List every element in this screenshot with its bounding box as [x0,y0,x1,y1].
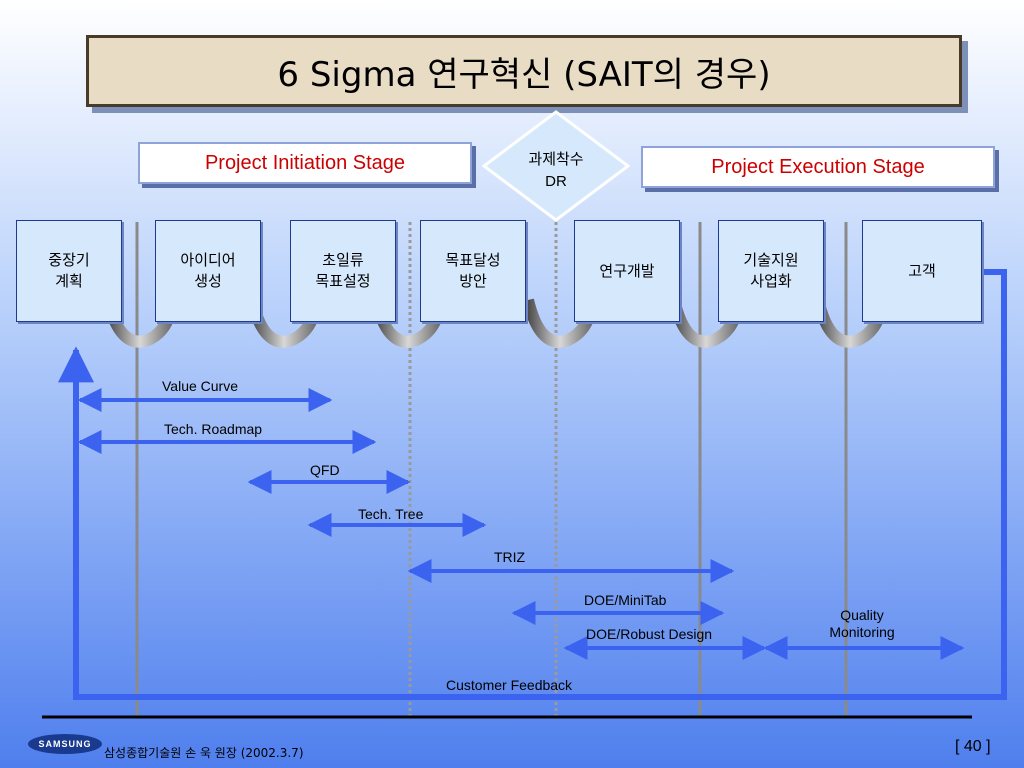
quality-monitoring-label: Quality Monitoring [812,607,912,641]
milestone-line1: 과제착수 [528,151,584,168]
slide-title-box: 6 Sigma 연구혁신 (SAIT의 경우) [86,35,962,107]
process-box-commercialization: 기술지원 사업화 [718,220,824,322]
milestone-line2: DR [545,173,567,190]
execution-stage-label: Project Execution Stage [641,146,995,188]
samsung-logo-text: SAMSUNG [38,739,92,749]
tech-roadmap-label: Tech. Roadmap [164,421,263,437]
value-curve-label: Value Curve [162,378,239,394]
process-box-long-term-plan: 중장기 계획 [16,220,122,322]
process-box-achievement-plan: 목표달성 방안 [420,220,526,322]
doe-minitab-label: DOE/MiniTab [584,592,667,608]
doe-robust-label: DOE/Robust Design [586,626,713,642]
footer-credit: 삼성종합기술원 손 욱 원장 (2002.3.7) [104,746,304,760]
tech-tree-label: Tech. Tree [358,506,424,522]
process-box-rnd: 연구개발 [574,220,680,322]
qfd-label: QFD [310,462,340,478]
slide-title: 6 Sigma 연구혁신 (SAIT의 경우) [277,54,771,95]
customer-feedback-loop [58,269,1007,700]
customer-feedback-label: Customer Feedback [446,677,573,693]
milestone-label: 과제착수 DR [506,149,606,193]
triz-label: TRIZ [494,549,526,565]
initiation-stage-label: Project Initiation Stage [138,142,472,184]
process-box-target-setting: 초일류 목표설정 [290,220,396,322]
page-number: [ 40 ] [955,738,991,755]
process-box-customer: 고객 [862,220,982,322]
samsung-logo: SAMSUNG [28,734,102,754]
quality-monitoring-line2: Monitoring [829,624,895,640]
quality-monitoring-line1: Quality [840,607,884,623]
process-box-idea-generation: 아이디어 생성 [155,220,261,322]
milestone-diamond [481,110,631,222]
